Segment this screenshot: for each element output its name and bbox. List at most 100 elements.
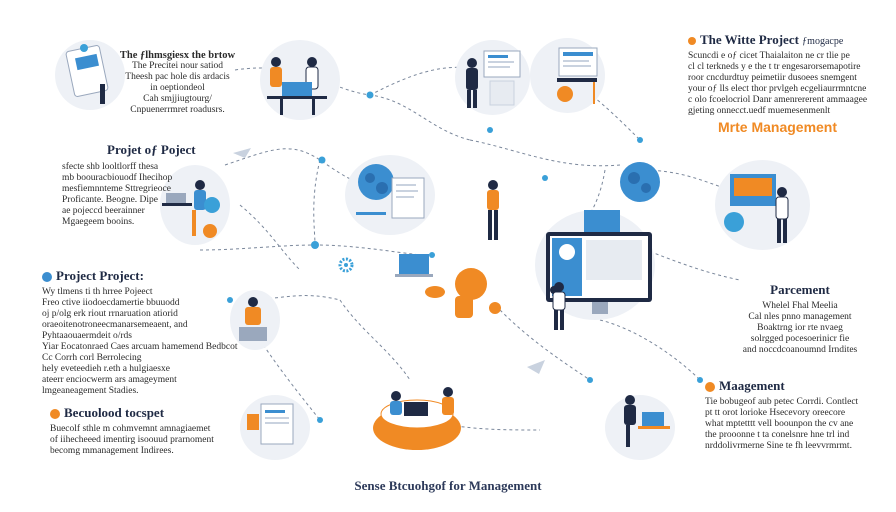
intro-text-block: The ƒlhmsgiesx the brtow The Precitei no… (110, 50, 245, 116)
footer-caption: Sense Btcuohgof for Management (354, 478, 542, 493)
project-project-block: Project Project: Wy tlmens ti th hrree P… (42, 268, 238, 397)
connector-node (366, 91, 374, 99)
text-line: and noccdcoanoumnd Irndites (742, 345, 858, 355)
section-title: Parcement (770, 282, 830, 297)
standing-person-illustration (487, 180, 499, 240)
text-line: Pyhtaaouaermdeit o/rds (42, 331, 132, 341)
section-title-suffix: ƒmogacpe (802, 36, 844, 47)
text-line: Freo ctive iiodoecdamertie bbuuodd (42, 298, 180, 308)
connector-path (239, 204, 301, 271)
text-line: lmgeaneagement Stadies. (42, 386, 139, 396)
connector-node (542, 175, 548, 181)
workspace-objects-illustration (395, 254, 501, 318)
text-line: in oeptiondeol (150, 83, 205, 93)
text-line: cl cl terkneds y e the t tr engesarorsem… (688, 62, 861, 72)
board-and-chair-illustration (557, 47, 598, 104)
text-line: Buecolf sthle m cohmvemnt amnagiaemet (50, 424, 211, 434)
text-line: becomg mmanagement Indirees. (50, 446, 174, 456)
text-line: Theesh pac hole dis ardacis (125, 72, 230, 82)
section-title-text: Becuolood tocspet (64, 405, 165, 420)
text-line: Scuncdi e oƒ cicet Thaialaiton ne cr tli… (688, 51, 850, 61)
text-line: Wy tlmens ti th hrree Pojeect (42, 287, 153, 297)
team-at-desk-illustration (267, 57, 327, 115)
connector-node (697, 377, 703, 383)
monitor-dashboard-illustration (546, 210, 652, 314)
gear-icon (338, 257, 354, 273)
text-line: The ƒlhmsgiesx the brtow (119, 50, 236, 61)
text-line: oraeoitenotroneecmanarsemeaent, and (42, 320, 188, 330)
text-line: the prooonne t ta conelsnre hne trl ind (705, 430, 850, 440)
text-line: Whelel Fhal Meelia (762, 301, 838, 311)
connector-node (637, 137, 643, 143)
text-line: Cal nles pnno management (748, 312, 852, 322)
management-block: Maagement Tie bobugeof aub petec Corrdi.… (705, 378, 880, 452)
text-line: pt tt orot lorioke Hsecevory oreecore (705, 408, 846, 418)
management-highlight: Mrte Management (718, 119, 838, 135)
section-title: Projet oƒ Poject (107, 142, 196, 157)
section-title: Becuolood tocspet (50, 405, 230, 421)
text-line: hely eveteedieh r.eth a hulgiaesxe (42, 364, 170, 374)
seated-worker-illustration (162, 180, 220, 238)
whiteboard-presenter-illustration (466, 50, 521, 108)
text-line: solrgged pocesoerinicr fie (750, 334, 850, 344)
text-line: The Precitei nour satiod (131, 61, 223, 71)
globe-dashboard-illustration (356, 164, 425, 219)
connector-path (199, 244, 421, 256)
text-line: Mgaegeem booins. (62, 217, 135, 227)
connector-node (227, 297, 233, 303)
text-line: roor cncdurdtuy peimetiir dusoees snemge… (688, 73, 857, 83)
text-line: nrddolivrmerne Sine te fh leevvrmrmt. (705, 441, 852, 451)
text-line: Tie bobugeof aub petec Corrdi. Contlect (705, 397, 859, 407)
connector-path (639, 169, 731, 191)
text-line: Yiar Eocatonraed Caes arcuam hamemend Be… (42, 342, 238, 352)
text-line: of iihecheeed imentirg isoouud prarnomen… (50, 435, 214, 445)
parcement-block: Parcement Whelel Fhal Meelia Cal nles pn… (735, 282, 865, 356)
connector-node (318, 156, 326, 164)
text-line: mb boouracbiouodf Ihecihop (62, 173, 173, 183)
person-at-monitor-illustration (552, 282, 566, 330)
text-line: ateerr enciocwerm ars amageyment (42, 375, 177, 385)
connector-path (559, 69, 641, 141)
laptop-person-illustration (239, 297, 267, 341)
text-line: sfecte shb looltlorff thesa (62, 162, 159, 172)
section-title: Maagement (705, 378, 880, 394)
text-line: gjeting onnecct.uedf muemesenmenlt (688, 106, 831, 116)
text-line: what mptetttt vell boounpon the cv ane (705, 419, 854, 429)
presenter-screen-illustration (724, 174, 789, 243)
bullet-icon (705, 382, 715, 393)
bullet-icon (688, 37, 696, 46)
text-line: c olo fcoelocriol Danr amenrererent amma… (688, 95, 868, 105)
text-line: ae pojeccd beerainner (62, 206, 145, 216)
section-title: Project Project: (42, 268, 217, 284)
bullet-icon (42, 272, 52, 283)
connector-path (599, 319, 701, 381)
meeting-table-illustration (373, 387, 461, 450)
connector-path (469, 139, 621, 167)
section-title-text: Maagement (719, 378, 785, 393)
text-line: Cnpuenerrmret roadusrs. (130, 105, 225, 115)
connector-node (587, 377, 593, 383)
paper-plane-icon (233, 148, 251, 158)
globe-icon (620, 162, 660, 202)
section-title-text: The Witte Project (700, 32, 799, 47)
text-line: mesfiemnnteme Sttregrieoce (62, 184, 171, 194)
connector-node (311, 241, 319, 249)
text-line: Cah smjjiugtourg/ (143, 94, 212, 104)
section-title-text: Project Project: (56, 268, 144, 283)
witte-project-block: The Witte Project ƒmogacpe Scuncdi e oƒ … (688, 32, 888, 135)
documents-illustration (247, 403, 294, 445)
connector-node (317, 417, 323, 423)
tablet-illustration (65, 44, 109, 104)
text-line: your oƒ lls elect thor prvlgeh ecgeliaur… (688, 84, 867, 94)
connector-path (419, 419, 541, 431)
section-title: The Witte Project ƒmogacpe (688, 32, 888, 48)
project-of-project-block: Projet oƒ Poject sfecte shb looltlorff t… (62, 142, 212, 228)
text-line: oj p/olg erk riout rrnaruation atiorid (42, 309, 178, 319)
text-line: Cc Corrh corl Berrolecing (42, 353, 142, 363)
text-line: Boaktrng ior rte nvaeg (757, 323, 843, 333)
connector-path (499, 309, 591, 381)
connector-node (429, 252, 435, 258)
connector-path (244, 295, 341, 301)
desk-worker-illustration (624, 395, 670, 447)
